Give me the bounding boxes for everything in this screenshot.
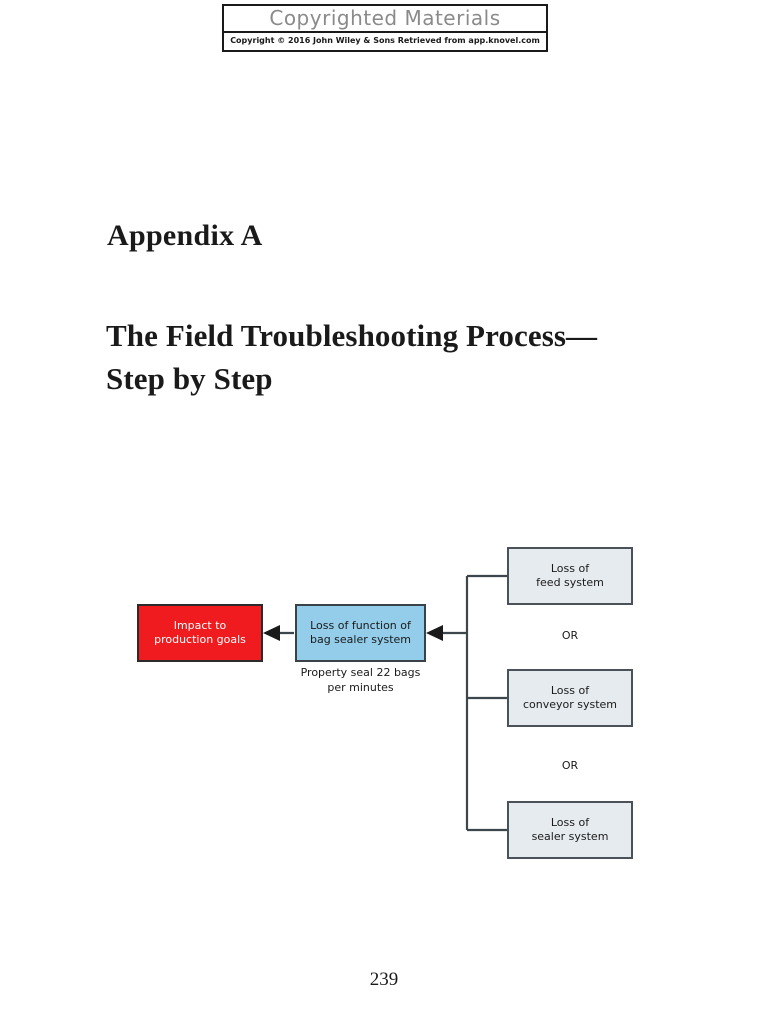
caption-property-line2: bags per minutes — [327, 666, 421, 694]
arrowhead-into-impact — [263, 625, 280, 641]
or-label-1: OR — [561, 629, 579, 642]
node-impact-to-production-goals[interactable]: Impact to production goals — [137, 604, 263, 662]
node-loss-of-feed-system[interactable]: Loss of feed system — [507, 547, 633, 605]
copyright-banner-subtitle: Copyright © 2016 John Wiley & Sons Retri… — [230, 36, 540, 45]
node-loss-of-sealer-system[interactable]: Loss of sealer system — [507, 801, 633, 859]
page-number: 239 — [369, 969, 399, 990]
node-loss-of-function-bag-sealer[interactable]: Loss of function of bag sealer system — [295, 604, 426, 662]
page-title: The Field Troubleshooting Process—Step b… — [106, 318, 598, 396]
node-conveyor-line1: Loss of — [550, 684, 590, 697]
caption-property-line1: Property seal 22 — [300, 666, 391, 679]
node-sealer-line1: Loss of — [550, 816, 590, 829]
node-function-line1: Loss of function of — [310, 619, 411, 632]
copyright-banner: Copyrighted Materials Copyright © 2016 J… — [222, 4, 548, 52]
copyright-banner-divider — [224, 31, 546, 33]
arrowhead-into-function — [426, 625, 443, 641]
node-impact-line1: Impact to — [173, 619, 227, 632]
node-loss-of-conveyor-system[interactable]: Loss of conveyor system — [507, 669, 633, 727]
copyright-banner-title: Copyrighted Materials — [269, 6, 501, 30]
node-impact-line2: production goals — [154, 633, 246, 646]
appendix-label: Appendix A — [107, 219, 263, 252]
caption-property-seal: Property seal 22 bags per minutes — [295, 665, 426, 695]
node-feed-line1: Loss of — [550, 562, 590, 575]
node-feed-line2: feed system — [536, 576, 604, 589]
or-label-2: OR — [561, 759, 579, 772]
node-sealer-line2: sealer system — [531, 830, 609, 843]
node-conveyor-line2: conveyor system — [522, 698, 618, 711]
node-function-line2: bag sealer system — [309, 633, 412, 646]
